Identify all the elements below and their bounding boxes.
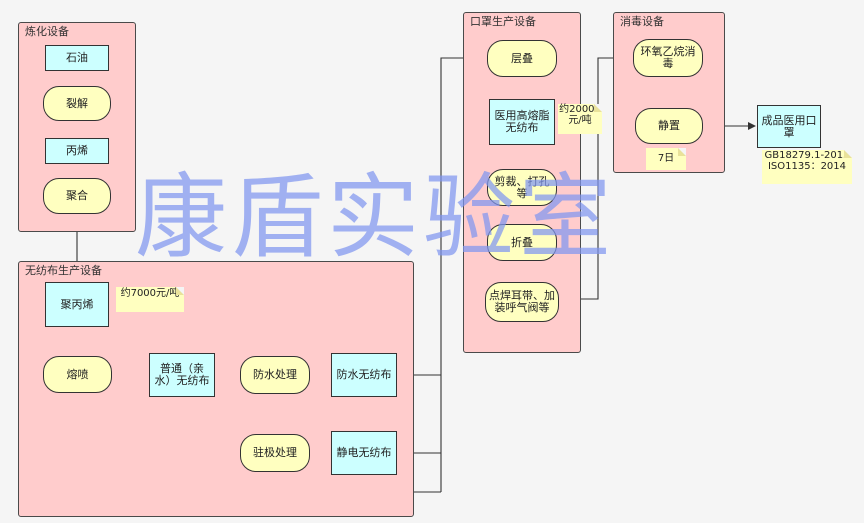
node-attach[interactable]: 点焊耳带、加装呼气阀等 [485,282,559,322]
node-cut[interactable]: 剪裁、打孔等 [487,169,557,206]
node-product[interactable]: 成品医用口罩 [757,105,821,148]
node-medical-fabric[interactable]: 医用高熔脂无纺布 [489,99,555,145]
node-stack[interactable]: 层叠 [487,40,557,77]
node-waterproof-fabric[interactable]: 防水无纺布 [331,353,397,397]
node-meltblown[interactable]: 熔喷 [43,356,112,393]
group-sterilize: 消毒设备 [613,12,725,173]
node-oil[interactable]: 石油 [45,45,109,71]
note-fabric-price: 约20000元/吨 [558,104,602,134]
node-electret-fabric[interactable]: 静电无纺布 [331,431,397,475]
note-pp-price: 约7000元/吨 [116,287,184,312]
node-pp[interactable]: 聚丙烯 [45,282,109,327]
node-propylene[interactable]: 丙烯 [45,138,109,164]
note-rest-days: 7日 [646,148,686,170]
group-refining-title: 炼化设备 [25,25,69,38]
node-waterproof-process[interactable]: 防水处理 [240,356,310,394]
node-cracking[interactable]: 裂解 [43,86,111,121]
group-sterilize-title: 消毒设备 [620,15,664,28]
group-nonwoven-title: 无纺布生产设备 [25,264,102,277]
node-electret-process[interactable]: 驻极处理 [240,434,310,472]
node-plain-nonwoven[interactable]: 普通（亲水）无纺布 [149,353,215,397]
node-polymerize[interactable]: 聚合 [43,178,111,214]
note-standard: GB18279.1-2015 ISO1135：2014 [762,150,852,184]
group-mask-title: 口罩生产设备 [470,15,536,28]
node-eo-sterilize[interactable]: 环氧乙烷消毒 [633,39,703,77]
node-fold[interactable]: 折叠 [487,224,557,261]
node-rest[interactable]: 静置 [635,108,703,144]
